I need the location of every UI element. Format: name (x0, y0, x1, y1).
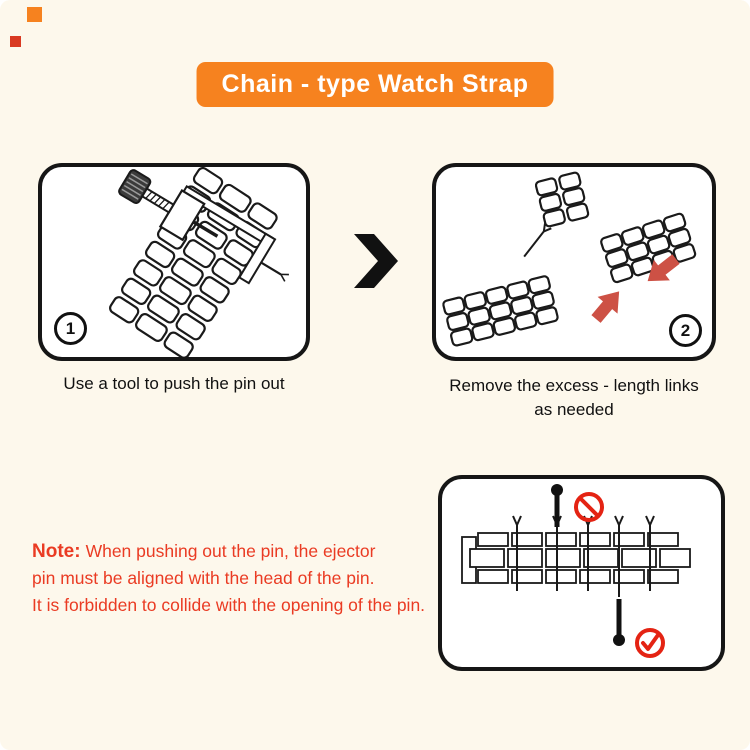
step2-caption: Remove the excess - length links as need… (432, 374, 716, 422)
band-segment-left (441, 274, 560, 348)
note-label: Note: (32, 541, 81, 562)
page-title: Chain - type Watch Strap (221, 70, 529, 98)
red-arrow-icon (647, 254, 680, 282)
note-block: Note:When pushing out the pin, the eject… (32, 538, 425, 619)
band-segment-right (599, 211, 698, 285)
step1-caption: Use a tool to push the pin out (63, 374, 285, 393)
step2-number-badge: 2 (669, 314, 702, 347)
check-icon (635, 628, 665, 658)
removed-links-piece (534, 170, 591, 229)
red-arrow-icon (591, 291, 620, 323)
title-banner: Chain - type Watch Strap (196, 62, 554, 107)
tool-push-pin-illustration (107, 167, 289, 357)
orange-square-decoration (27, 7, 42, 22)
loose-pin (523, 223, 552, 258)
step1-number-badge: 1 (54, 312, 87, 345)
step2-caption-line2: as needed (534, 400, 614, 419)
prohibition-icon (574, 492, 604, 522)
note-text-1: When pushing out the pin, the ejector (85, 541, 376, 561)
step1-number: 1 (65, 318, 76, 338)
step2-caption-line1: Remove the excess - length links (449, 376, 699, 395)
remove-links-illustration (441, 170, 698, 348)
note-line2: pin must be aligned with the head of the… (32, 568, 375, 588)
link-remover-tool (118, 169, 289, 285)
band-cross-section (461, 532, 691, 584)
pin-alignment-panel (438, 475, 725, 671)
step2-panel: 2 (432, 163, 716, 361)
pin-alignment-illustration (461, 484, 691, 658)
step2-number: 2 (680, 320, 691, 340)
note-line3: It is forbidden to collide with the open… (32, 595, 426, 615)
ejector-pin-top (551, 484, 563, 527)
chevron-right-icon (348, 230, 398, 292)
split-pins (512, 515, 655, 597)
step1-panel: 1 (38, 163, 310, 361)
ejector-pin-bottom (613, 599, 625, 646)
note-line1: Note:When pushing out the pin, the eject… (32, 538, 425, 565)
red-square-decoration (10, 36, 21, 47)
